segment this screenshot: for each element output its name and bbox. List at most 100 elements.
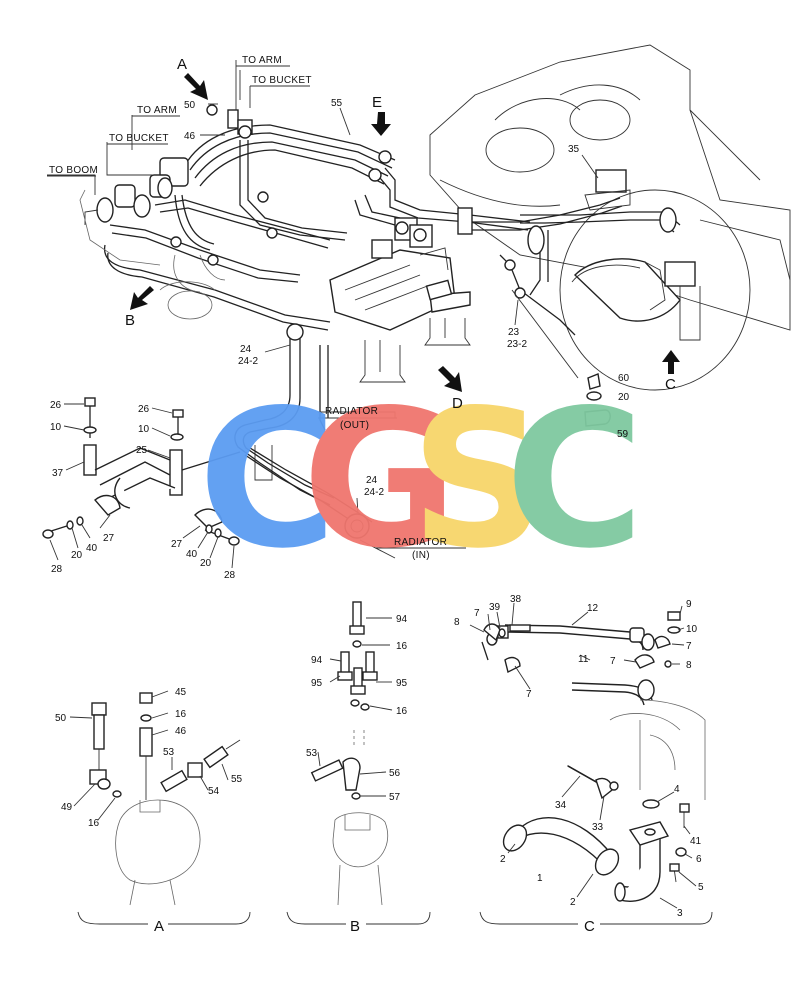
arrow-d-icon bbox=[438, 366, 462, 392]
callout-b-16b: 16 bbox=[396, 706, 408, 717]
callout-a-46: 46 bbox=[175, 726, 187, 737]
pipe-bundle-upper bbox=[184, 124, 531, 241]
callout-24a: 24 bbox=[240, 344, 252, 355]
callout-c-7d: 7 bbox=[526, 689, 532, 700]
watermark-letter-1: C bbox=[198, 369, 337, 590]
callout-28a: 28 bbox=[51, 564, 63, 575]
callout-c-2b: 2 bbox=[570, 897, 576, 908]
callout-c-2a: 2 bbox=[500, 854, 506, 865]
callout-c-4: 4 bbox=[674, 784, 680, 795]
callout-24-2b: 24-2 bbox=[364, 487, 384, 498]
callout-35: 35 bbox=[568, 144, 580, 155]
callout-a-55: 55 bbox=[231, 774, 243, 785]
view-arrow-letters: A E B D C bbox=[125, 56, 676, 412]
callout-c-7c: 7 bbox=[610, 656, 616, 667]
pump-housing bbox=[79, 189, 226, 320]
callout-a-53: 53 bbox=[163, 747, 175, 758]
callout-b-95a: 95 bbox=[311, 678, 323, 689]
arrow-b-icon bbox=[130, 286, 154, 310]
callout-c-7b: 7 bbox=[686, 641, 692, 652]
detail-c-drawing bbox=[481, 611, 706, 902]
detail-b-leaders bbox=[317, 617, 393, 797]
callout-c-7a: 7 bbox=[474, 608, 480, 619]
arrow-e-icon bbox=[371, 112, 391, 136]
callout-c-33: 33 bbox=[592, 822, 604, 833]
callout-37: 37 bbox=[52, 468, 64, 479]
callout-c-10: 10 bbox=[686, 624, 698, 635]
callout-60: 60 bbox=[618, 373, 630, 384]
section-letter-a: A bbox=[154, 918, 164, 935]
watermark-letter-3: S bbox=[410, 369, 547, 590]
view-letter-b: B bbox=[125, 312, 135, 329]
callout-c-12: 12 bbox=[587, 603, 599, 614]
callout-10a: 10 bbox=[50, 422, 62, 433]
callout-c-6: 6 bbox=[696, 854, 702, 865]
callout-40b: 40 bbox=[186, 549, 198, 560]
callout-26b: 26 bbox=[138, 404, 150, 415]
label-radiator-in-1: RADIATOR bbox=[394, 537, 447, 548]
callout-a-50: 50 bbox=[55, 713, 67, 724]
pipe-to-engine-right bbox=[470, 169, 681, 336]
callout-23: 23 bbox=[508, 327, 520, 338]
detail-a: 50 45 16 46 53 55 54 49 16 A bbox=[55, 687, 251, 935]
section-a-bracket bbox=[77, 911, 251, 925]
clamp-detail bbox=[42, 397, 241, 546]
callout-a-49: 49 bbox=[61, 802, 73, 813]
callout-27b: 27 bbox=[171, 539, 183, 550]
callout-c-3: 3 bbox=[677, 908, 683, 919]
view-arrows bbox=[130, 73, 680, 392]
callouts-detail-c: 38 39 12 9 10 7 8 7 11 7 8 7 34 33 4 41 … bbox=[454, 594, 704, 919]
callout-a-45: 45 bbox=[175, 687, 187, 698]
callout-b-94b: 94 bbox=[311, 655, 323, 666]
arrow-c-icon bbox=[662, 350, 680, 374]
arrow-a-icon bbox=[184, 73, 208, 100]
callout-20b: 20 bbox=[71, 550, 83, 561]
engine-block bbox=[429, 44, 791, 331]
callout-b-56: 56 bbox=[389, 768, 401, 779]
label-to-arm-left: TO ARM bbox=[137, 105, 177, 116]
label-to-bucket-left: TO BUCKET bbox=[109, 133, 169, 144]
callout-a-54: 54 bbox=[208, 786, 220, 797]
detail-a-leaders bbox=[69, 690, 229, 821]
watermark-letter-4: C bbox=[505, 369, 644, 590]
callout-b-94a: 94 bbox=[396, 614, 408, 625]
callout-50: 50 bbox=[184, 100, 196, 111]
callout-27a: 27 bbox=[103, 533, 115, 544]
valve-stands bbox=[254, 318, 471, 481]
callout-c-38: 38 bbox=[510, 594, 522, 605]
callout-10b: 10 bbox=[138, 424, 150, 435]
label-underlines bbox=[47, 65, 466, 549]
main-labels: TO ARM TO BUCKET TO ARM TO BUCKET TO BOO… bbox=[49, 55, 447, 561]
callout-26a: 26 bbox=[50, 400, 62, 411]
callout-20a: 20 bbox=[618, 392, 630, 403]
detail-c: 38 39 12 9 10 7 8 7 11 7 8 7 34 33 4 41 … bbox=[454, 594, 713, 935]
callouts-main: 50 46 55 35 24 24-2 23 23-2 60 20 59 24 … bbox=[184, 98, 630, 498]
section-b-bracket bbox=[286, 911, 431, 925]
callout-59: 59 bbox=[617, 429, 629, 440]
callout-b-57: 57 bbox=[389, 792, 401, 803]
label-to-boom: TO BOOM bbox=[49, 165, 98, 176]
detail-c-leaders bbox=[469, 602, 697, 909]
callout-c-8b: 8 bbox=[686, 660, 692, 671]
section-letter-b: B bbox=[350, 918, 360, 935]
pipe-radiator-in bbox=[244, 447, 373, 539]
label-radiator-out-1: RADIATOR bbox=[325, 406, 378, 417]
callouts-detail-b: 94 16 94 95 95 16 53 56 57 bbox=[306, 614, 408, 803]
callout-20c: 20 bbox=[200, 558, 212, 569]
callout-c-8a: 8 bbox=[454, 617, 460, 628]
callout-23-2: 23-2 bbox=[507, 339, 527, 350]
callout-28b: 28 bbox=[224, 570, 236, 581]
callout-c-11: 11 bbox=[578, 654, 589, 665]
callouts-clamp: 26 10 37 26 10 25 27 40 20 28 27 40 20 2… bbox=[50, 400, 236, 581]
section-letter-c: C bbox=[584, 918, 595, 935]
label-radiator-in-2: (IN) bbox=[412, 550, 430, 561]
callout-b-95b: 95 bbox=[396, 678, 408, 689]
label-to-arm-top: TO ARM bbox=[242, 55, 282, 66]
callout-a-16a: 16 bbox=[175, 709, 187, 720]
detail-b: 94 16 94 95 95 16 53 56 57 B bbox=[286, 601, 431, 935]
callout-b-16a: 16 bbox=[396, 641, 408, 652]
callout-c-5: 5 bbox=[698, 882, 704, 893]
view-letter-c: C bbox=[665, 376, 676, 393]
view-letter-a: A bbox=[177, 56, 187, 73]
